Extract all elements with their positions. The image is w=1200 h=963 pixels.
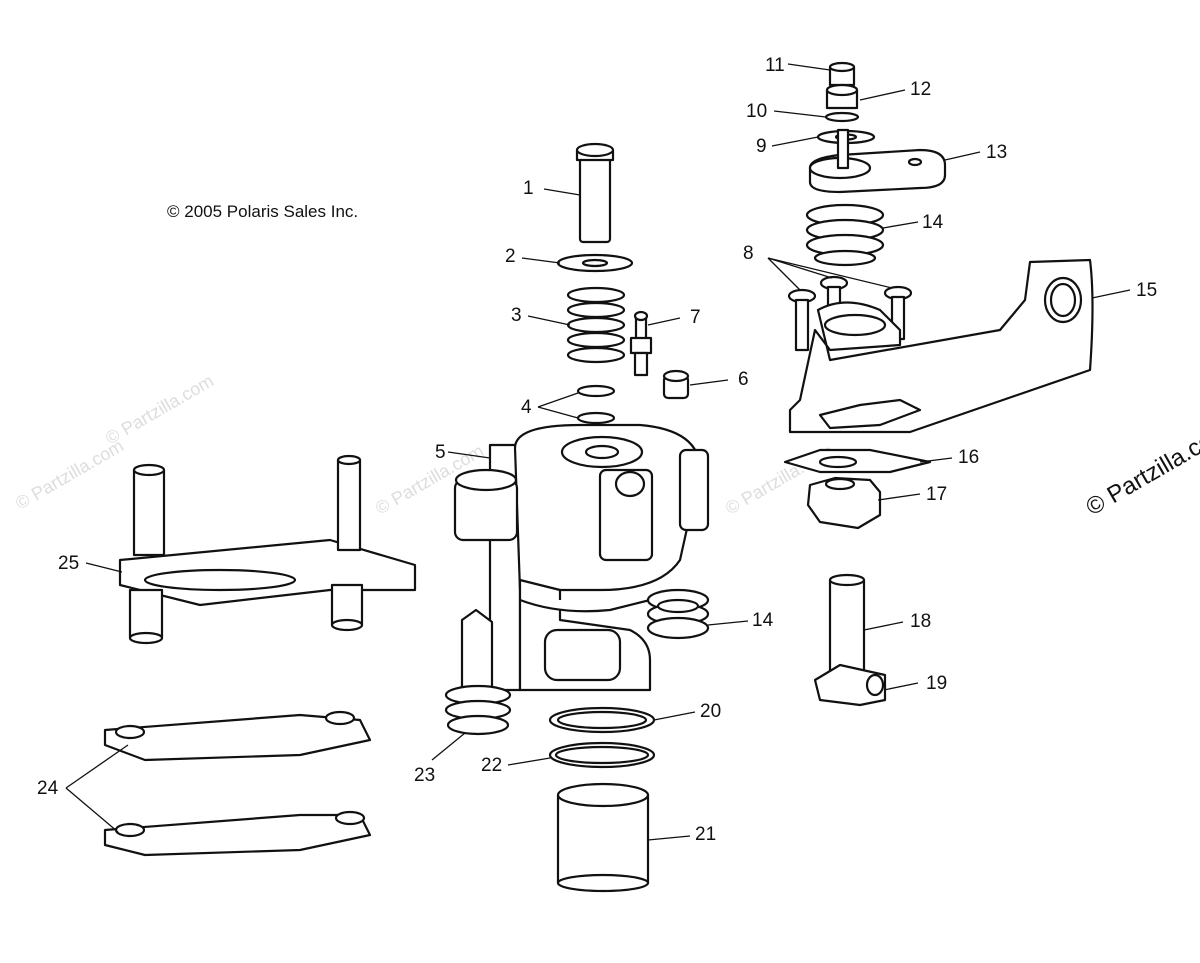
part-15-caliper-arm[interactable] — [788, 258, 1094, 434]
callout-19: 19 — [926, 673, 947, 694]
callout-7: 7 — [690, 307, 701, 328]
part-13-lever-arm[interactable] — [808, 128, 947, 194]
part-4-o-rings[interactable] — [576, 384, 616, 425]
part-21-piston[interactable] — [556, 782, 650, 893]
callout-2: 2 — [505, 246, 516, 267]
copyright-text: © 2005 Polaris Sales Inc. — [167, 202, 358, 221]
callout-14-upper: 14 — [922, 212, 944, 233]
part-1-pin[interactable] — [575, 142, 615, 244]
part-12-nut[interactable] — [825, 83, 859, 110]
part-5-caliper-body[interactable] — [453, 423, 710, 692]
callout-12: 12 — [910, 79, 931, 100]
watermark-right: © Partzilla.com — [1082, 417, 1200, 521]
callout-23: 23 — [414, 765, 435, 786]
part-14-boot-upper[interactable] — [805, 203, 885, 267]
callout-14-lower: 14 — [752, 610, 774, 631]
part-18-cam-shaft[interactable] — [828, 573, 866, 677]
callout-17: 17 — [926, 484, 947, 505]
part-16-gasket[interactable] — [783, 448, 932, 474]
callout-4: 4 — [521, 397, 532, 418]
watermark-upper-left: © Partzilla.com — [102, 370, 217, 448]
callout-16: 16 — [958, 447, 979, 468]
part-24-pads[interactable] — [103, 710, 372, 857]
callout-5: 5 — [435, 442, 446, 463]
part-14-boot-lower[interactable] — [646, 588, 710, 640]
callout-20: 20 — [700, 701, 721, 722]
part-22-dust-seal[interactable] — [548, 741, 656, 769]
callout-21: 21 — [695, 824, 716, 845]
callout-25: 25 — [58, 553, 79, 574]
callout-6: 6 — [738, 369, 749, 390]
callout-22: 22 — [481, 755, 502, 776]
part-8-screws[interactable] — [787, 275, 913, 352]
part-20-seal[interactable] — [548, 706, 656, 734]
part-17-actuator[interactable] — [806, 476, 882, 530]
part-7-bleeder[interactable] — [629, 310, 653, 377]
callout-11: 11 — [765, 55, 785, 76]
watermark-left: © Partzilla.com — [12, 435, 127, 513]
part-3-spring[interactable] — [566, 286, 626, 364]
part-25-bracket[interactable] — [118, 454, 417, 645]
callout-labels: 1 2 3 4 5 6 7 8 9 10 11 12 13 14 14 15 1… — [37, 55, 1157, 845]
part-2-washer[interactable] — [556, 253, 634, 273]
callout-24: 24 — [37, 778, 59, 799]
part-23-slide-pin[interactable] — [444, 608, 512, 736]
callout-13: 13 — [986, 142, 1007, 163]
part-10-lock-washer[interactable] — [824, 111, 860, 123]
callout-15: 15 — [1136, 280, 1157, 301]
part-6-cap[interactable] — [662, 369, 690, 400]
callout-8: 8 — [743, 243, 754, 264]
part-11-nut[interactable] — [828, 61, 856, 87]
callout-18: 18 — [910, 611, 931, 632]
callout-3: 3 — [511, 305, 522, 326]
part-19-cam-base[interactable] — [813, 663, 887, 707]
callout-9: 9 — [756, 136, 767, 157]
leader-lines — [65, 63, 1131, 841]
callout-1: 1 — [523, 178, 534, 199]
callout-10: 10 — [746, 101, 767, 122]
